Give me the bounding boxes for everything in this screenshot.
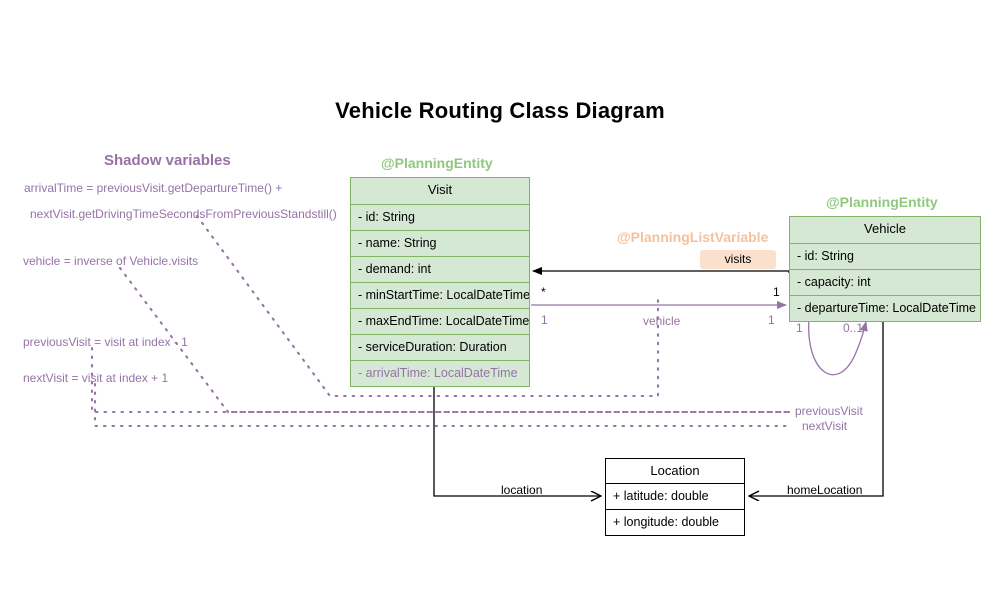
edge-visits [532,267,790,275]
attribute-vehicle-id: - id: String [790,243,980,269]
attribute-vehicle-capacity: - capacity: int [790,269,980,295]
shadow-note-arrival-time-line1: arrivalTime = previousVisit.getDeparture… [24,181,283,195]
multiplicity-self-loop-source: 1 [796,321,803,335]
edge-label-home-location: homeLocation [787,483,863,497]
shadow-variables-heading: Shadow variables [104,152,231,169]
class-box-location[interactable]: Location + latitude: double + longitude:… [605,458,745,536]
stereotype-planning-entity-vehicle: @PlanningEntity [826,194,938,210]
attribute-vehicle-departure-time: - departureTime: LocalDateTime [790,295,980,321]
multiplicity-visits-source: 1 [773,285,780,299]
attribute-visit-name: - name: String [351,230,529,256]
class-name-visit: Visit [427,182,453,197]
edge-location [433,383,601,496]
edge-label-location: location [501,483,543,497]
page-title: Vehicle Routing Class Diagram [335,98,665,123]
class-name-vehicle: Vehicle [864,221,906,236]
class-name-location: Location [650,463,700,478]
shadow-note-arrival-time-line2: nextVisit.getDrivingTimeSecondsFromPrevi… [30,207,337,221]
attribute-visit-service-duration: - serviceDuration: Duration [351,334,529,360]
multiplicity-visits-target: * [541,285,546,299]
shadow-note-vehicle: vehicle = inverse of Vehicle.visits [23,254,199,268]
attribute-visit-id: - id: String [351,204,529,230]
class-box-vehicle[interactable]: Vehicle - id: String - capacity: int - d… [789,216,981,322]
shadow-note-next-visit: nextVisit = visit at index + 1 [23,371,169,385]
stereotype-planning-entity-visit: @PlanningEntity [381,155,493,171]
attribute-visit-arrival-time: - arrivalTime: LocalDateTime [351,360,529,386]
multiplicity-vehicle-target: 1 [768,313,775,327]
edge-label-previous-visit: previousVisit [795,404,863,418]
edge-label-visits: visits [700,250,776,269]
multiplicity-vehicle-source: 1 [541,313,548,327]
attribute-visit-demand: - demand: int [351,256,529,282]
shadow-dotted-connectors [90,214,794,428]
edge-label-vehicle: vehicle [643,314,681,328]
multiplicity-self-loop-target: 0..1 [843,321,864,335]
shadow-note-previous-visit: previousVisit = visit at index - 1 [23,335,188,349]
stereotype-planning-list-variable: @PlanningListVariable [617,229,769,245]
edge-home-location [749,318,884,496]
attribute-location-longitude: + longitude: double [606,509,744,535]
class-box-visit[interactable]: Visit - id: String - name: String - dema… [350,177,530,387]
edge-label-next-visit: nextVisit [802,419,848,433]
attribute-location-latitude: + latitude: double [606,483,744,509]
edge-self-loop [808,317,868,376]
attribute-visit-min-start-time: - minStartTime: LocalDateTime [351,282,529,308]
attribute-visit-max-end-time: - maxEndTime: LocalDateTime [351,308,529,334]
